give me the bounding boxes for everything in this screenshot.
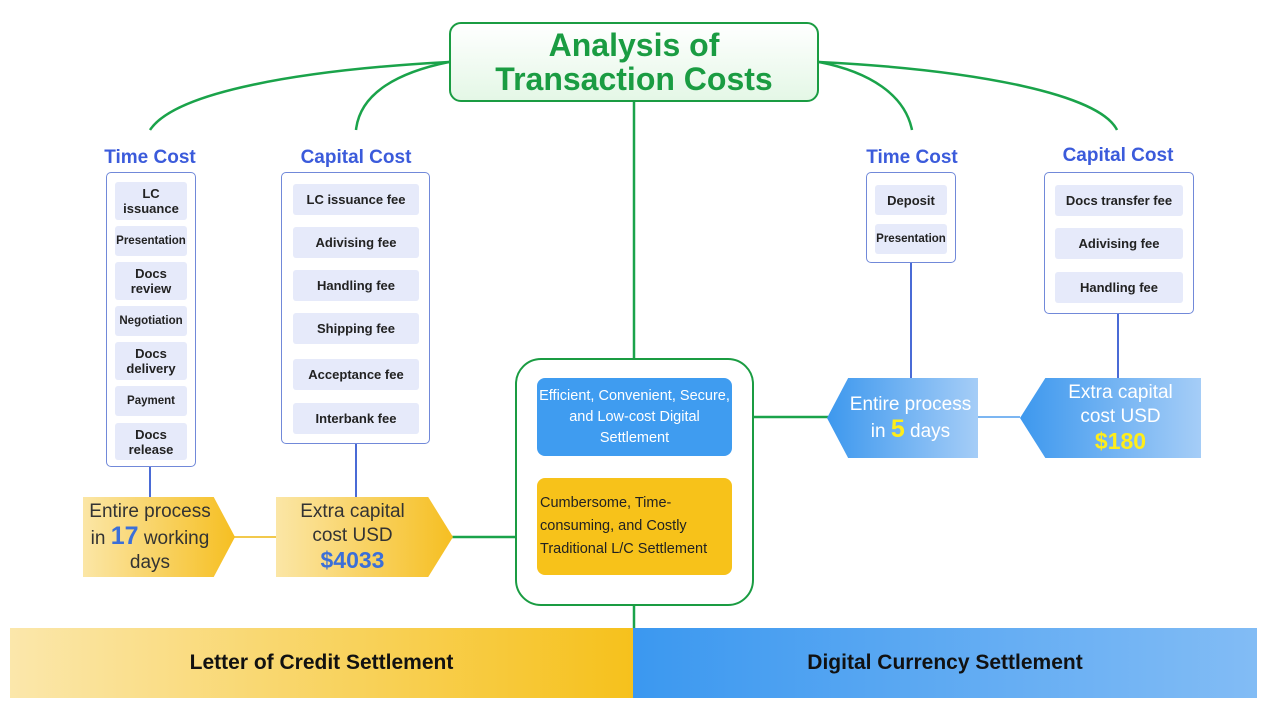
digital-capital-cost-panel: Docs transfer fee Adivising fee Handling… bbox=[1044, 172, 1194, 314]
digital-time-summary-number: 5 bbox=[890, 414, 905, 443]
lc-time-item: Docs release bbox=[115, 423, 187, 460]
digital-capital-cost-heading: Capital Cost bbox=[1062, 145, 1174, 166]
diagram-title: Analysis of Transaction Costs bbox=[449, 22, 819, 102]
branch-digital-capital bbox=[818, 60, 1119, 131]
digital-settlement-label: Efficient, Convenient, Secure, and Low-c… bbox=[537, 378, 732, 456]
digital-capital-item: Handling fee bbox=[1055, 272, 1183, 303]
branch-digital-time bbox=[818, 60, 914, 131]
lc-time-summary-after: working bbox=[143, 527, 210, 549]
title-line-2: Transaction Costs bbox=[495, 61, 773, 97]
lc-capital-cost-panel: LC issuance fee Adivising fee Handling f… bbox=[281, 172, 430, 444]
lc-time-summary-before: Entire process bbox=[89, 500, 211, 522]
digital-capital-item: Docs transfer fee bbox=[1055, 185, 1183, 216]
lc-capital-item: LC issuance fee bbox=[293, 184, 419, 215]
digital-time-cost-panel: Deposit Presentation bbox=[866, 172, 956, 263]
letter-of-credit-label: Letter of Credit Settlement bbox=[189, 651, 454, 674]
digital-time-cost-heading: Time Cost bbox=[866, 147, 958, 168]
lc-time-item: LC issuance bbox=[115, 182, 187, 220]
digital-time-item: Presentation bbox=[875, 224, 947, 254]
digital-capital-summary-line1: Extra capital bbox=[1068, 381, 1173, 403]
lc-capital-item: Adivising fee bbox=[293, 227, 419, 258]
branch-lc-time bbox=[148, 60, 450, 131]
lc-capital-summary-amount: $4033 bbox=[320, 546, 385, 573]
digital-capital-summary-arrow: Extra capital cost USD $180 bbox=[1020, 378, 1201, 458]
lc-capital-item: Acceptance fee bbox=[293, 359, 419, 390]
lc-time-item: Payment bbox=[115, 386, 187, 416]
letter-of-credit-bar: Letter of Credit Settlement bbox=[10, 628, 633, 698]
lc-time-summary-last: days bbox=[129, 551, 171, 573]
traditional-settlement-text: Cumbersome, Time-consuming, and Costly T… bbox=[540, 495, 708, 557]
digital-time-summary-after: days bbox=[910, 420, 951, 442]
lc-time-summary-number: 17 bbox=[110, 521, 139, 550]
digital-time-summary-in: in bbox=[870, 420, 886, 442]
lc-time-cost-panel: LC issuance Presentation Docs review Neg… bbox=[106, 172, 196, 467]
branch-lc-capital bbox=[354, 60, 450, 131]
lc-capital-item: Shipping fee bbox=[293, 313, 419, 344]
traditional-settlement-label: Cumbersome, Time-consuming, and Costly T… bbox=[537, 478, 732, 575]
digital-capital-summary-line2: cost USD bbox=[1080, 405, 1161, 427]
lc-time-item: Docs delivery bbox=[115, 342, 187, 380]
lc-time-cost-heading: Time Cost bbox=[104, 147, 196, 168]
digital-currency-label: Digital Currency Settlement bbox=[807, 651, 1083, 674]
digital-time-item: Deposit bbox=[875, 185, 947, 215]
lc-capital-item: Interbank fee bbox=[293, 403, 419, 434]
lc-capital-cost-heading: Capital Cost bbox=[300, 147, 412, 168]
digital-time-summary-before: Entire process bbox=[849, 393, 972, 415]
lc-time-item: Presentation bbox=[115, 226, 187, 256]
lc-capital-summary-arrow: Extra capital cost USD $4033 bbox=[276, 497, 453, 577]
lc-time-summary-in: in bbox=[90, 527, 106, 549]
lc-capital-summary-line1: Extra capital bbox=[300, 500, 405, 522]
digital-capital-summary-amount: $180 bbox=[1094, 427, 1147, 454]
lc-capital-item: Handling fee bbox=[293, 270, 419, 301]
lc-time-summary-arrow: Entire process in 17 working days bbox=[83, 497, 235, 577]
lc-time-item: Negotiation bbox=[115, 306, 187, 336]
digital-currency-bar: Digital Currency Settlement bbox=[633, 628, 1257, 698]
lc-capital-summary-line2: cost USD bbox=[312, 524, 393, 546]
digital-capital-item: Adivising fee bbox=[1055, 228, 1183, 259]
lc-time-item: Docs review bbox=[115, 262, 187, 300]
title-line-1: Analysis of bbox=[548, 27, 720, 63]
digital-settlement-text: Efficient, Convenient, Secure, and Low-c… bbox=[539, 387, 730, 446]
digital-time-summary-arrow: Entire process in 5 days bbox=[827, 378, 978, 458]
